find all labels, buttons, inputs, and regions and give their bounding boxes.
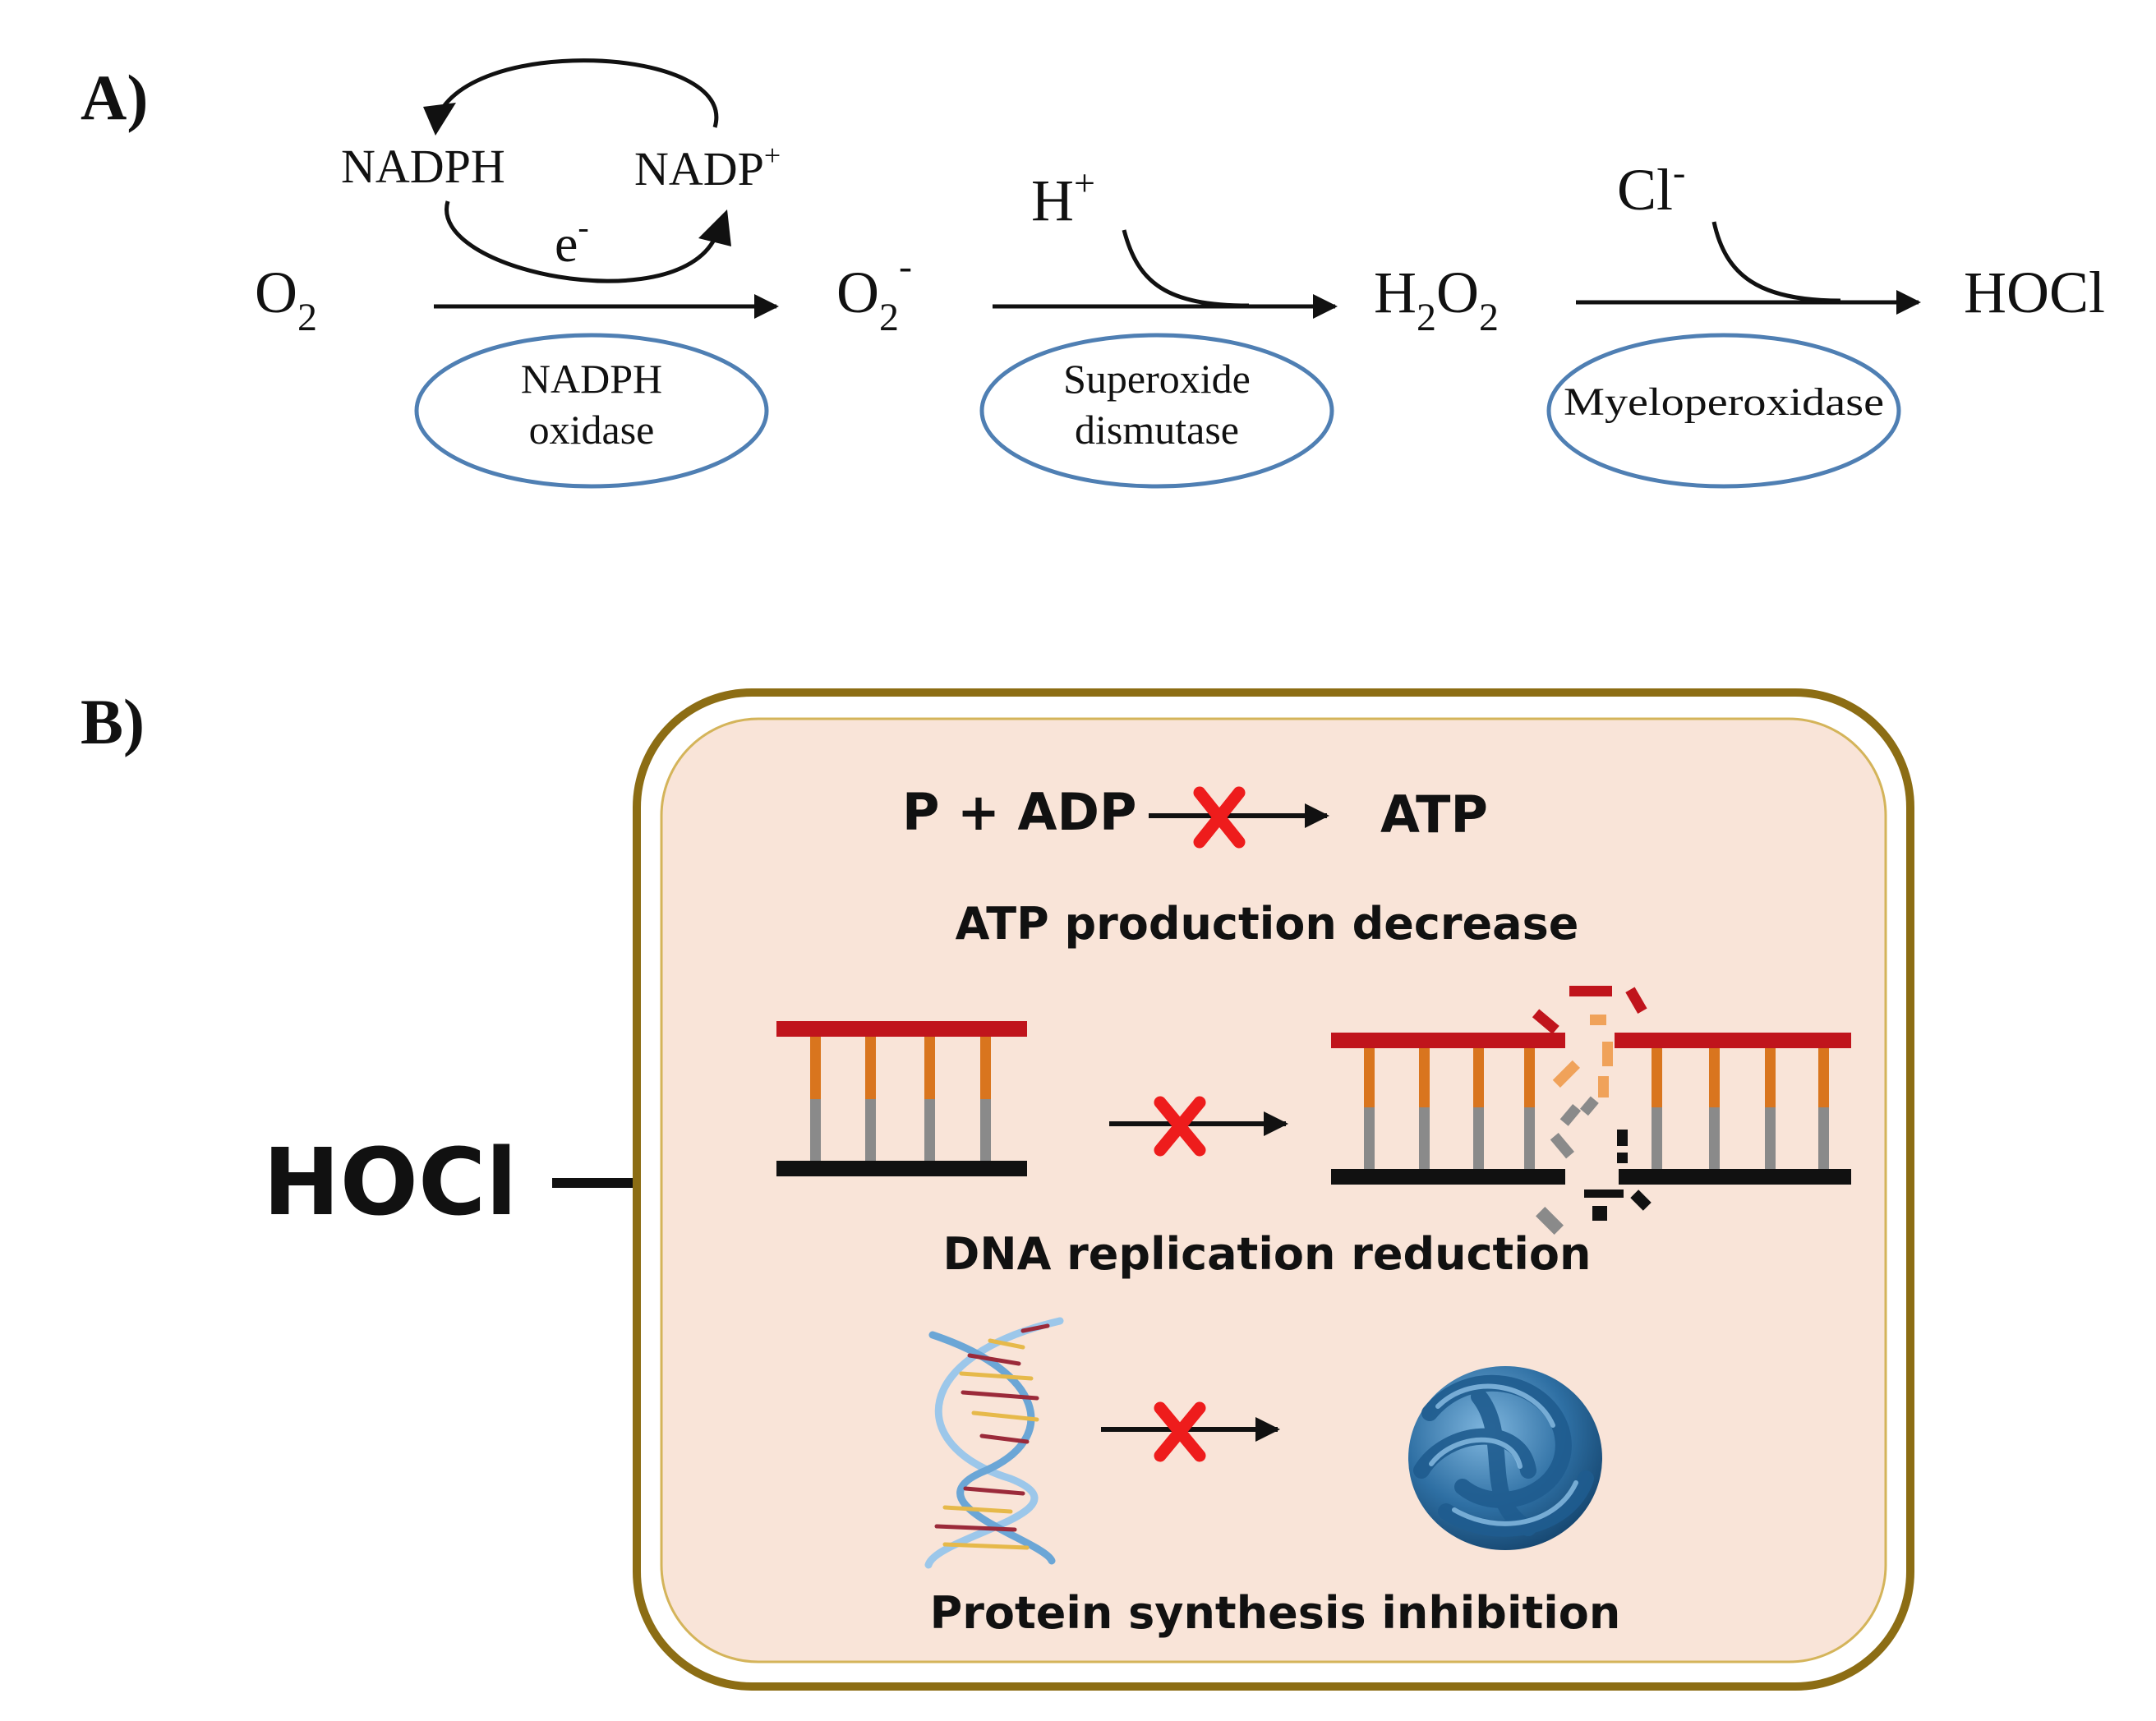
protein-caption: Protein synthesis inhibition xyxy=(930,1587,1621,1639)
base-pairs xyxy=(1364,1048,1829,1169)
hocl-product-label: HOCl xyxy=(1964,260,2105,325)
dna-block: DNA replication reduction xyxy=(776,986,1851,1280)
hocl-agent-label: HOCl xyxy=(263,1130,518,1236)
intact-dna xyxy=(776,1021,1027,1176)
strand-top xyxy=(776,1021,1027,1037)
nadph-text: NADPH xyxy=(341,140,505,193)
h2o2-label: H2O2 xyxy=(1374,260,1499,339)
dna-caption: DNA replication reduction xyxy=(943,1228,1592,1280)
enzyme-ellipse xyxy=(1546,333,1901,489)
enzyme-myeloperoxidase: Myeloperoxidase xyxy=(1546,333,1901,489)
dna-fragments xyxy=(1532,986,1652,1235)
cl-minus-label: Cl- xyxy=(1617,151,1685,223)
atp-product: ATP xyxy=(1380,785,1488,844)
cycle-arrowhead-top xyxy=(423,103,456,136)
strand-bottom xyxy=(776,1161,1027,1176)
base-pairs xyxy=(810,1037,991,1161)
inhibition-x-icon xyxy=(1193,786,1246,849)
strand-bottom-left xyxy=(1331,1169,1565,1185)
folded-protein-icon xyxy=(1408,1366,1602,1550)
inhibition-x-icon xyxy=(1154,1096,1206,1157)
atp-reactants: P + ADP xyxy=(902,782,1136,842)
enzyme-ellipse xyxy=(414,333,769,489)
damaged-dna xyxy=(1331,986,1851,1235)
panel-a: A) NADPH NADP+ e- O2 O2- H+ H2O2 Cl- HOC… xyxy=(81,58,2105,489)
h-plus-feed-curve xyxy=(1122,229,1250,308)
nadp-text: NADP+ xyxy=(634,139,781,196)
electron-text: e- xyxy=(555,209,589,273)
atp-block: P + ADP ATP ATP production decrease xyxy=(902,782,1578,950)
enzyme-label-line1: Myeloperoxidase xyxy=(1564,380,1884,424)
enzyme-label-line1: Superoxide xyxy=(1063,356,1251,402)
atp-caption: ATP production decrease xyxy=(956,898,1579,950)
panel-b-label: B) xyxy=(81,686,145,757)
enzyme-superoxide-dismutase: Superoxide dismutase xyxy=(979,333,1334,489)
strand-bottom-right xyxy=(1619,1169,1851,1185)
o2-label: O2 xyxy=(255,260,317,339)
cycle-arrow-top xyxy=(433,58,719,128)
h-plus-label: H+ xyxy=(1031,162,1095,233)
enzyme-label-line2: dismutase xyxy=(1075,407,1239,453)
cycle-arrowhead-bottom xyxy=(698,209,731,246)
dna-helix-icon xyxy=(924,1317,1064,1569)
inhibition-x-icon xyxy=(1154,1401,1206,1462)
cycle-arrow-bottom xyxy=(445,200,717,283)
strand-top-right xyxy=(1615,1033,1851,1048)
cl-minus-feed-curve xyxy=(1711,221,1841,303)
enzyme-ellipse xyxy=(979,333,1334,489)
enzyme-label-line1: NADPH xyxy=(521,356,662,402)
superoxide-label: O2- xyxy=(836,245,912,339)
strand-top-left xyxy=(1331,1033,1565,1048)
enzyme-label-line2: oxidase xyxy=(529,407,655,453)
cell-membrane xyxy=(660,717,1887,1663)
enzyme-nadph-oxidase: NADPH oxidase xyxy=(414,333,769,489)
nadph-cycle: NADPH NADP+ e- xyxy=(341,58,781,283)
panel-a-label: A) xyxy=(81,62,148,133)
protein-block: Protein synthesis inhibition xyxy=(924,1317,1621,1639)
panel-b: B) HOCl P + ADP ATP ATP production decre… xyxy=(81,686,1914,1691)
